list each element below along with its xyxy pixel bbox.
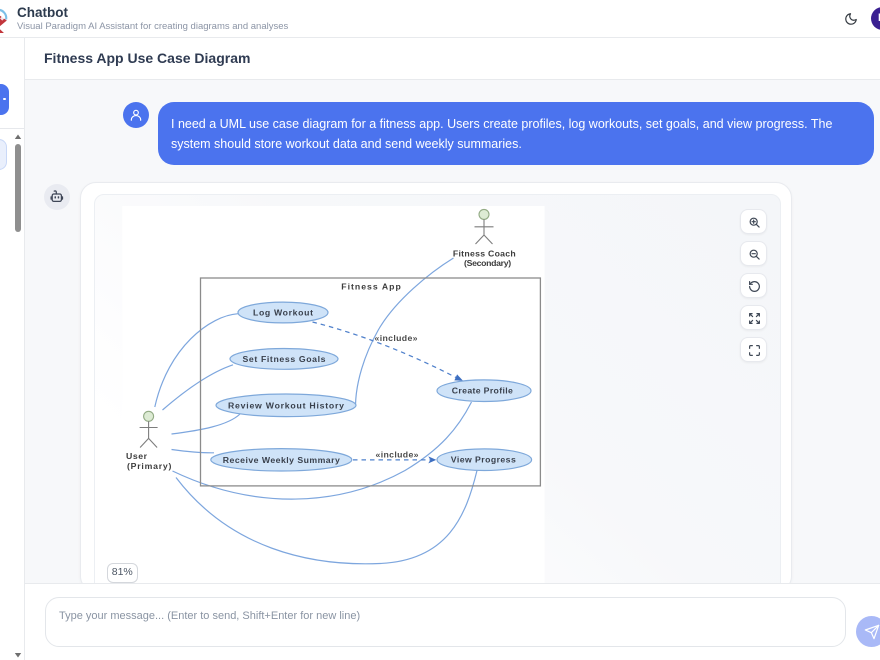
svg-text:«include»: «include»: [375, 333, 418, 343]
svg-text:(Secondary): (Secondary): [464, 257, 511, 267]
svg-text:«include»: «include»: [376, 449, 419, 459]
svg-text:Log Workout: Log Workout: [253, 307, 313, 317]
svg-text:View Progress: View Progress: [451, 454, 516, 464]
svg-text:User: User: [126, 451, 148, 461]
svg-text:Receive Weekly Summary: Receive Weekly Summary: [223, 454, 340, 464]
svg-text:Fitness Coach: Fitness Coach: [453, 248, 516, 258]
svg-text:Review Workout History: Review Workout History: [228, 400, 344, 410]
svg-text:Set Fitness Goals: Set Fitness Goals: [243, 353, 326, 363]
svg-text:(Primary): (Primary): [127, 461, 171, 471]
svg-text:Create Profile: Create Profile: [452, 385, 513, 395]
svg-text:Fitness App: Fitness App: [341, 281, 401, 291]
